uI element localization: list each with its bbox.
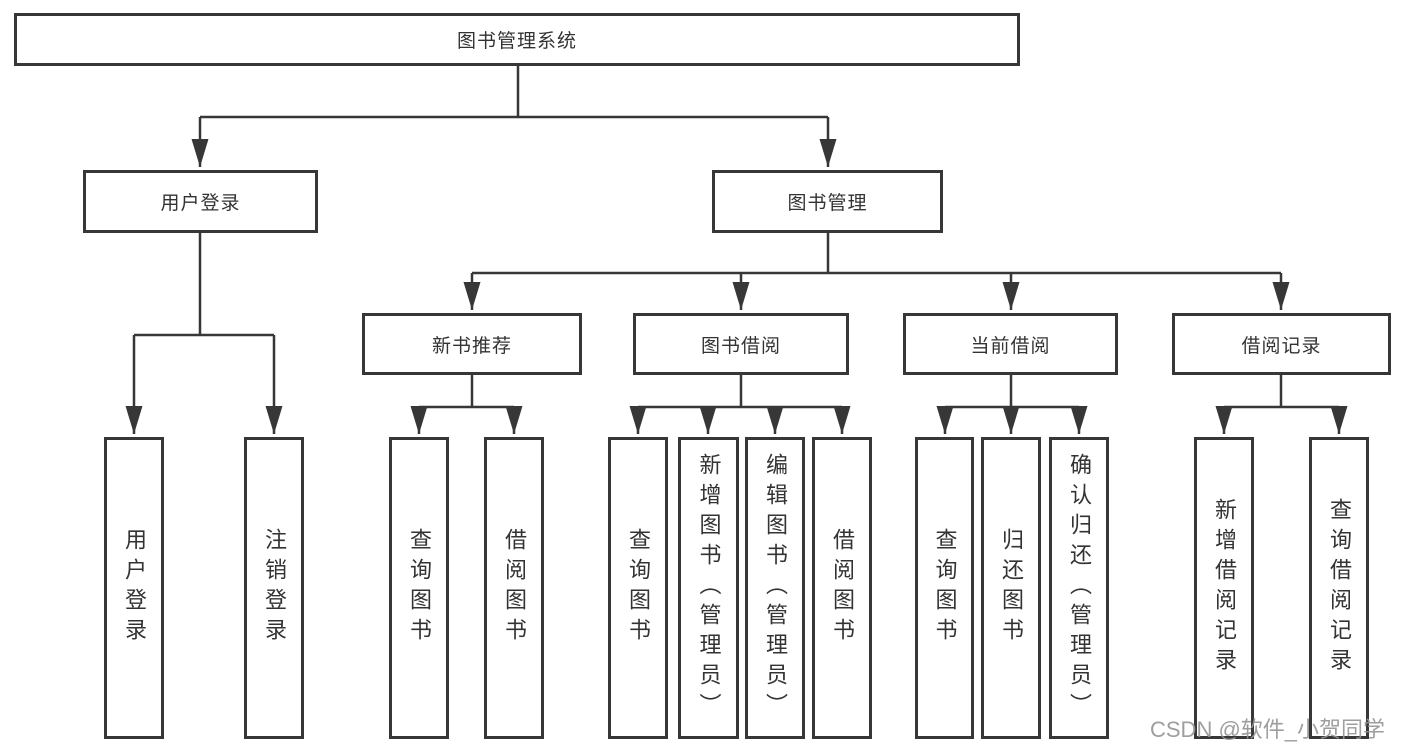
node-borrow-record: 借阅记录: [1172, 313, 1391, 375]
leaf-label: 确认归还（管理员）: [1067, 453, 1092, 723]
leaf-add-borrow-record: 新增借阅记录: [1194, 437, 1254, 739]
leaf-label: 借阅图书: [830, 528, 855, 648]
leaf-label: 查询借阅记录: [1327, 498, 1352, 678]
leaf-label: 新增借阅记录: [1212, 498, 1237, 678]
leaf-label: 用户登录: [122, 528, 147, 648]
node-label: 新书推荐: [431, 335, 512, 357]
leaf-label: 查询图书: [932, 528, 958, 648]
connector-root-to-level2: [191, 66, 837, 167]
node-new-book-recommend: 新书推荐: [362, 313, 582, 375]
leaf-label: 归还图书: [999, 528, 1024, 648]
leaf-borrow-books: 借阅图书: [812, 437, 872, 739]
leaf-label: 查询图书: [407, 528, 432, 648]
node-book-management: 图书管理: [712, 170, 943, 233]
leaf-query-books-borrow: 查询图书: [608, 437, 668, 739]
leaf-label: 查询图书: [626, 528, 651, 648]
node-root-library-management-system: 图书管理系统: [14, 13, 1020, 66]
csdn-watermark: CSDN @软件_小贺同学: [1150, 717, 1386, 742]
node-label: 图书借阅: [700, 335, 781, 357]
connector-book-borrow-to-leaves: [629, 375, 851, 434]
connector-user-login-to-leaves: [125, 233, 283, 434]
leaf-add-books-admin: 新增图书（管理员）: [678, 437, 739, 739]
leaf-return-books: 归还图书: [981, 437, 1041, 739]
node-user-login-group: 用户登录: [83, 170, 318, 233]
node-label: 当前借阅: [970, 335, 1051, 357]
leaf-user-login: 用户登录: [104, 437, 164, 739]
leaf-borrow-books-recommend: 借阅图书: [484, 437, 544, 739]
node-label: 图书管理系统: [456, 31, 577, 52]
leaf-logout: 注销登录: [244, 437, 304, 739]
connector-current-borrow-to-leaves: [936, 375, 1088, 434]
node-label: 图书管理: [787, 193, 868, 214]
leaf-label: 编辑图书（管理员）: [763, 453, 788, 723]
connector-new-book-recommend-to-leaves: [410, 375, 523, 434]
leaf-edit-books-admin: 编辑图书（管理员）: [745, 437, 805, 739]
leaf-label: 新增图书（管理员）: [696, 453, 722, 723]
node-label: 借阅记录: [1241, 335, 1322, 357]
connector-book-management-to-level3: [463, 233, 1290, 310]
leaf-query-books-current: 查询图书: [915, 437, 974, 739]
leaf-label: 注销登录: [262, 528, 287, 648]
leaf-label: 借阅图书: [502, 528, 527, 648]
node-label: 用户登录: [160, 193, 241, 214]
node-current-borrow: 当前借阅: [903, 313, 1118, 375]
node-book-borrow: 图书借阅: [633, 313, 849, 375]
leaf-confirm-return-admin: 确认归还（管理员）: [1049, 437, 1109, 739]
connector-borrow-record-to-leaves: [1215, 375, 1348, 434]
leaf-query-borrow-record: 查询借阅记录: [1309, 437, 1369, 739]
leaf-query-books-recommend: 查询图书: [389, 437, 449, 739]
